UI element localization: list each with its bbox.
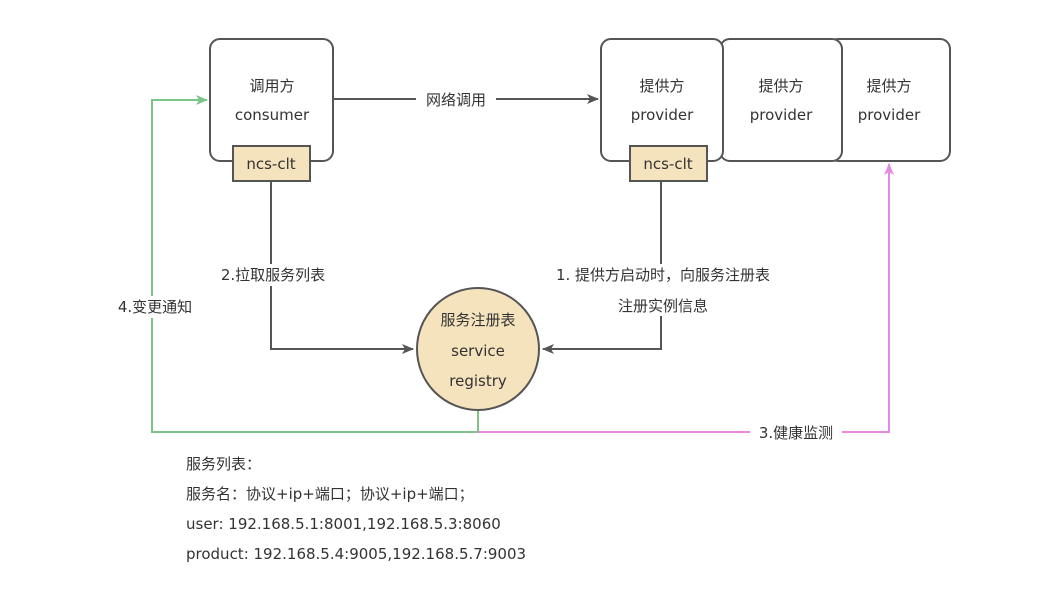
notify-label-bg (110, 296, 202, 318)
network-call-label: 网络调用 (426, 91, 486, 109)
registry-label-line3: registry (449, 372, 507, 390)
consumer-subtitle: consumer (235, 106, 310, 124)
service-list-user: user: 192.168.5.1:8001,192.168.5.3:8060 (186, 515, 501, 533)
register-edge (542, 182, 662, 354)
notify-label: 4.变更通知 (118, 298, 192, 316)
pull-list-label: 2.拉取服务列表 (221, 266, 325, 284)
provider-node-2: 提供方 provider (719, 38, 843, 162)
provider-subtitle: provider (750, 106, 813, 124)
registry-label-line1: 服务注册表 (440, 311, 515, 329)
service-registry-node: 服务注册表 service registry (416, 287, 540, 411)
consumer-client-tag: ncs-clt (246, 155, 295, 173)
service-list-heading: 服务列表： (186, 455, 262, 473)
pull-list-label-bg (210, 264, 334, 286)
register-label-bg (536, 264, 792, 316)
service-list-product: product: 192.168.5.4:9005,192.168.5.7:90… (186, 545, 527, 563)
provider-node-3: 提供方 provider (827, 38, 951, 162)
provider-title: 提供方 (866, 77, 911, 95)
consumer-node: 调用方 consumer ncs-clt (209, 38, 334, 182)
provider-subtitle: provider (631, 106, 694, 124)
provider-subtitle: provider (858, 106, 921, 124)
notify-edge (151, 95, 479, 433)
provider-title: 提供方 (639, 77, 684, 95)
service-list-format: 服务名：协议+ip+端口；协议+ip+端口； (186, 485, 474, 503)
health-check-label-bg (750, 422, 842, 444)
health-check-label: 3.健康监测 (759, 424, 833, 442)
network-call-label-bg (416, 89, 496, 109)
consumer-title: 调用方 (249, 77, 294, 95)
register-label-line1: 1. 提供方启动时，向服务注册表 (556, 266, 770, 284)
provider-title: 提供方 (758, 77, 803, 95)
provider-node-1: 提供方 provider ncs-clt (600, 38, 724, 182)
provider-client-tag: ncs-clt (643, 155, 692, 173)
register-label-line2: 注册实例信息 (618, 297, 708, 315)
pull-list-edge (270, 182, 414, 354)
health-check-edge (478, 163, 894, 433)
registry-label-line2: service (451, 342, 505, 360)
